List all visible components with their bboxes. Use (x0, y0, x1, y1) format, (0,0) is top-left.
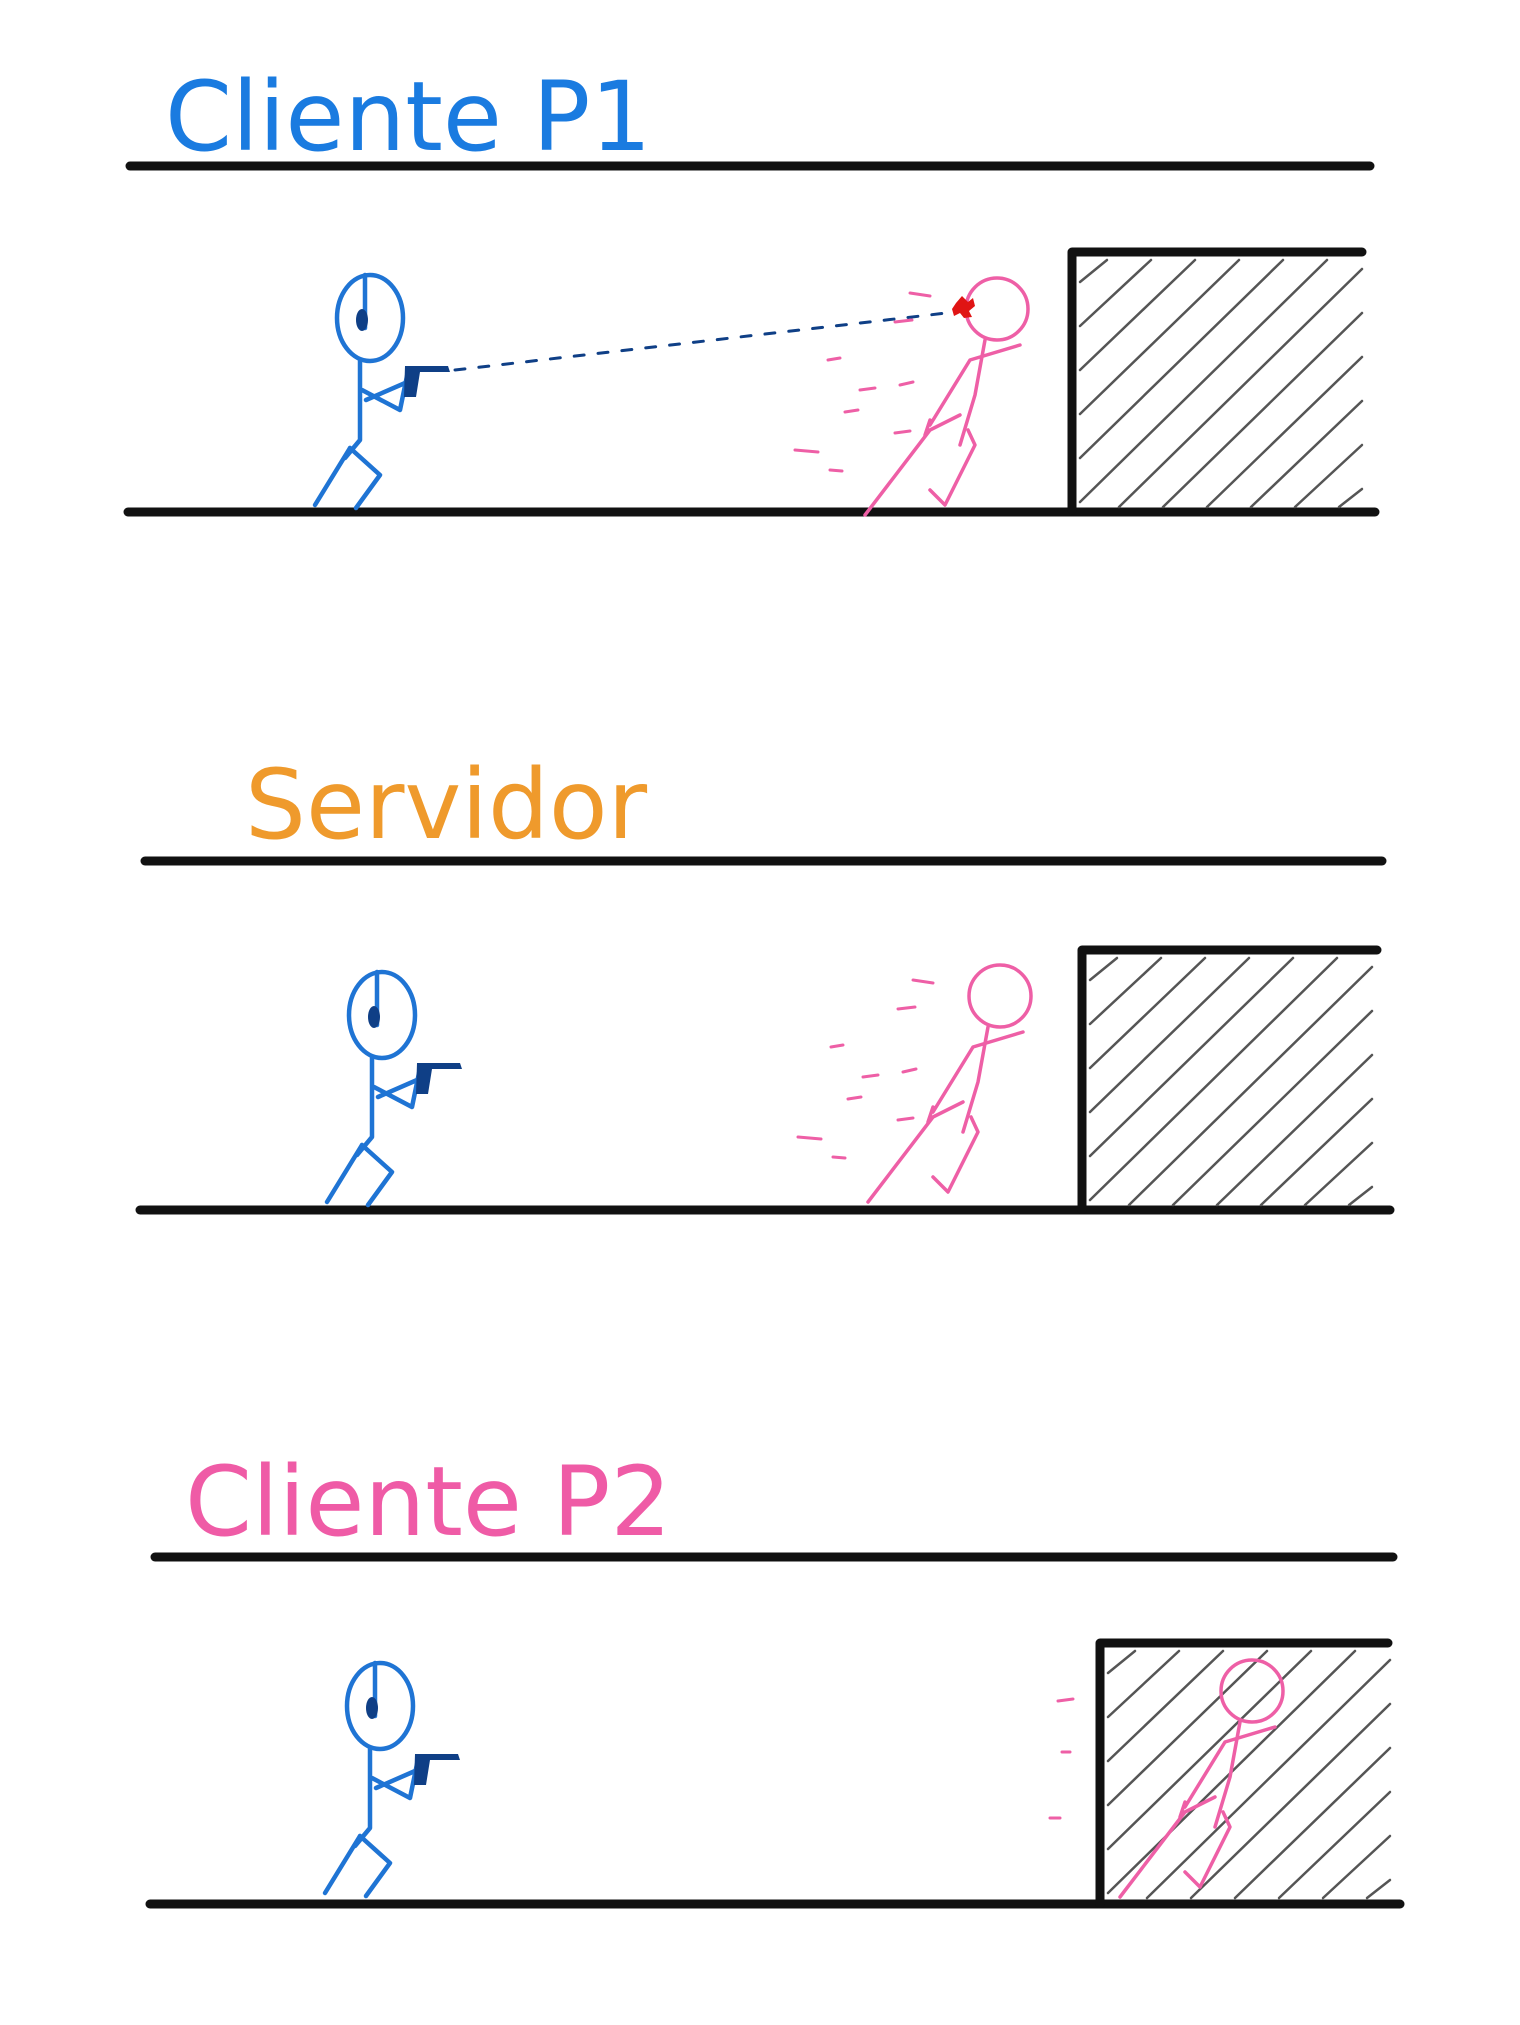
hatch-line (1078, 258, 1329, 504)
hatch-line (1277, 1790, 1392, 1900)
hatch-line (1189, 1702, 1392, 1900)
hatch-line (1171, 1009, 1374, 1207)
panel-cliente-p2: Cliente P2 (145, 1446, 1405, 1909)
headset-icon (356, 309, 368, 331)
hatch-line (1293, 443, 1364, 509)
hatch-line (1259, 1097, 1374, 1207)
hatch-line (1127, 965, 1374, 1207)
headset-icon (368, 1006, 380, 1028)
hatch-line (1347, 1185, 1374, 1207)
hatch-line (1145, 1658, 1392, 1900)
panel-title-servidor: Servidor (245, 749, 648, 861)
hatch-line (1088, 956, 1119, 982)
hatch-line (1337, 487, 1364, 509)
wall-outline (1077, 945, 1382, 1215)
hatch-line (1106, 1649, 1269, 1807)
panel-title-cliente-p2: Cliente P2 (185, 1446, 671, 1558)
hatch-line (1161, 311, 1364, 509)
hatch-line (1078, 258, 1197, 372)
target-figure-icon (796, 963, 1033, 1204)
wall-hatching (1106, 1649, 1392, 1900)
hatch-line (1088, 956, 1295, 1158)
hatch-line (1088, 956, 1163, 1026)
hatch-line (1365, 1878, 1392, 1900)
wall-outline (1067, 247, 1367, 515)
target-figure-icon (793, 276, 1030, 517)
panel-servidor: Servidor (135, 749, 1395, 1215)
hatch-line (1088, 956, 1251, 1114)
bullet-trace (453, 310, 957, 372)
gun-icon (414, 1754, 460, 1785)
wall-block (1067, 247, 1367, 515)
wall-block (1077, 945, 1382, 1215)
hatch-line (1078, 258, 1241, 416)
target-figure-icon (1118, 1658, 1285, 1899)
hit-marker-icon (952, 296, 975, 318)
hatch-line (1106, 1649, 1181, 1719)
hatch-line (1088, 956, 1207, 1070)
hatch-line (1321, 1834, 1392, 1900)
hatch-line (1215, 1053, 1374, 1207)
hatch-line (1233, 1746, 1392, 1900)
motion-lines (1048, 1697, 1075, 1820)
shooter-figure-icon (324, 969, 462, 1208)
hatch-line (1078, 258, 1153, 328)
hatch-line (1106, 1649, 1313, 1851)
hatch-line (1106, 1649, 1137, 1675)
shooter-figure-icon (322, 1660, 460, 1899)
shooter-figure-icon (312, 272, 450, 511)
wall-outline (1095, 1638, 1393, 1909)
gun-icon (404, 366, 450, 397)
hatch-line (1078, 258, 1285, 460)
panel-title-cliente-p1: Cliente P1 (165, 61, 651, 173)
gun-icon (416, 1063, 462, 1094)
hatch-line (1106, 1649, 1225, 1763)
hatch-line (1088, 956, 1339, 1202)
wall-hatching (1078, 258, 1364, 509)
hatch-line (1249, 399, 1364, 509)
wall-hatching (1088, 956, 1374, 1207)
wall-block (1095, 1638, 1393, 1909)
hatch-line (1303, 1141, 1374, 1207)
hatch-line (1117, 267, 1364, 509)
panel-cliente-p1: Cliente P1 (123, 61, 1380, 517)
hatch-line (1078, 258, 1109, 284)
headset-icon (366, 1697, 378, 1719)
hatch-line (1205, 355, 1364, 509)
